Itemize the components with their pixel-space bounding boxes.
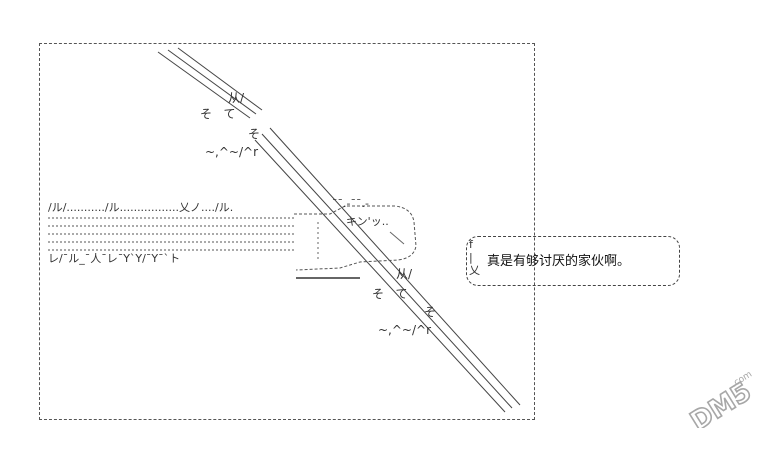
sleeve-top: /ル/.........../ル.................乂ノ..../…	[48, 201, 234, 214]
fist-outline	[294, 205, 417, 271]
speed-line	[254, 139, 506, 413]
impact-burst-top: そ	[248, 127, 261, 141]
bubble-tail-mark: f | 乂	[469, 238, 480, 277]
impact-burst-top: そ て	[200, 107, 236, 121]
impact-burst-bottom: そ	[424, 305, 437, 319]
fist-top: ¯¯.-¯¯.-	[332, 197, 369, 210]
speed-line	[167, 49, 257, 115]
speech-bubble	[466, 236, 680, 286]
sleeve-bottom: レ/¯ル_¯人¯レ¯YˋY/¯Y¯ˋト	[48, 252, 181, 265]
speed-line	[269, 127, 521, 406]
impact-burst-bottom: そ て	[372, 287, 408, 301]
speed-line	[157, 51, 251, 119]
manga-panel	[39, 43, 535, 420]
speed-line	[261, 133, 513, 409]
impact-burst-bottom: ~,^~/^r	[378, 323, 432, 337]
speech-bubble-text: 真是有够讨厌的家伙啊。	[487, 254, 631, 269]
impact-burst-top: 从/	[228, 91, 245, 105]
speed-line	[177, 47, 263, 111]
fist-knuckle	[389, 231, 405, 245]
impact-burst-bottom: 从/	[396, 267, 413, 281]
impact-burst-top: ~,^~/^r	[205, 145, 259, 159]
fist-mid: キン'ッ..	[346, 215, 389, 228]
logo-text: DM5	[685, 377, 756, 428]
dm5-logo: DM5 .com	[685, 370, 758, 428]
